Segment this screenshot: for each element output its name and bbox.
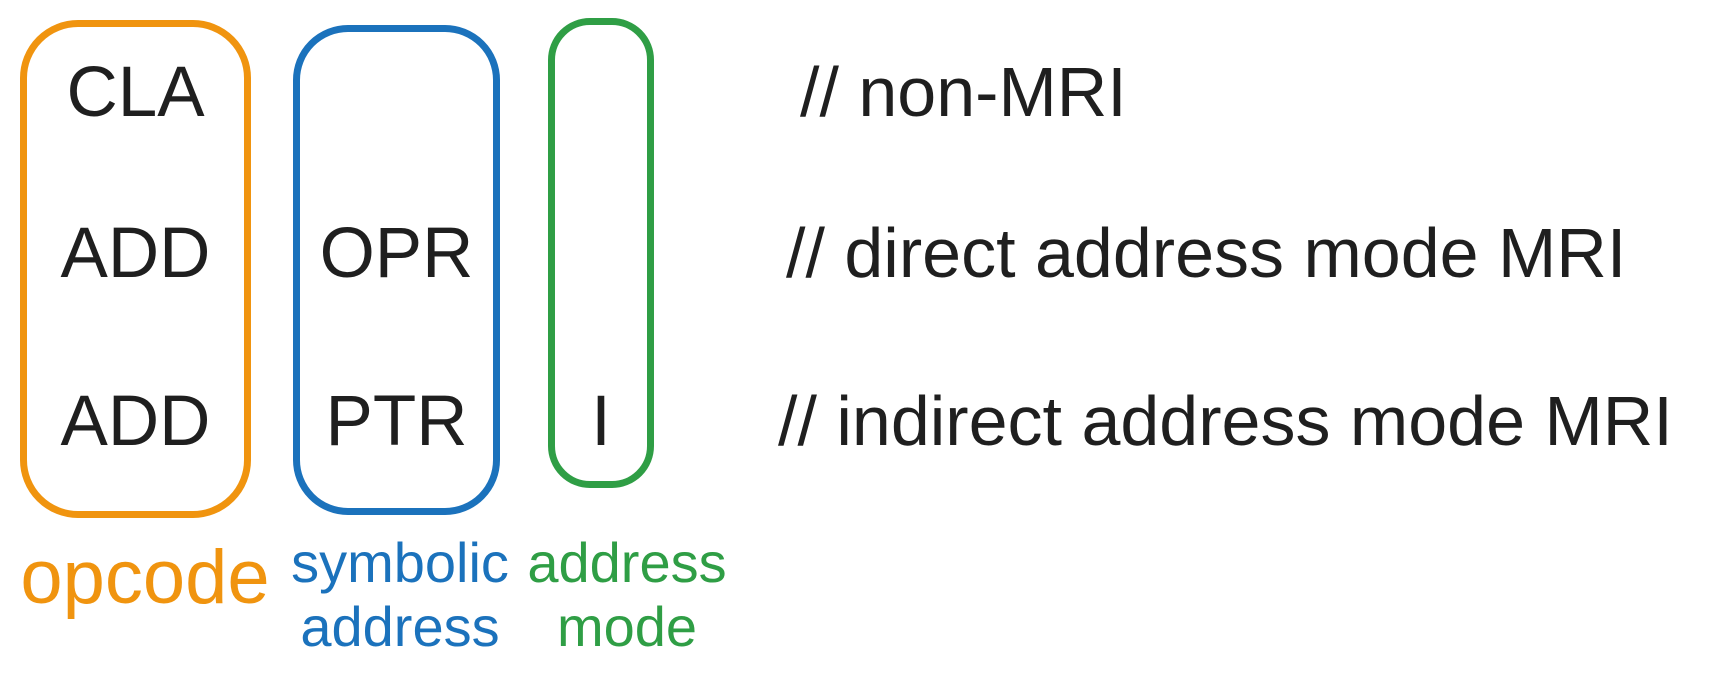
operand-opr: OPR <box>319 214 474 293</box>
symbolic-address-label: symbolic address <box>285 531 515 659</box>
opcode-box-outline <box>20 20 251 518</box>
comment-indirect-mri: // indirect address mode MRI <box>778 382 1673 460</box>
address-mode-label: address mode <box>517 531 737 659</box>
symbolic-address-box-outline <box>293 25 500 515</box>
opcode-add-indirect: ADD <box>60 382 211 461</box>
symbolic-address-label-line1: symbolic <box>291 531 509 594</box>
operand-ptr: PTR <box>325 382 468 461</box>
comment-non-mri: // non-MRI <box>800 53 1127 131</box>
address-mode-label-line2: mode <box>556 595 698 658</box>
opcode-cla: CLA <box>66 53 205 132</box>
mode-indirect-flag: I <box>591 382 611 461</box>
comment-direct-mri: // direct address mode MRI <box>786 214 1627 292</box>
symbolic-address-label-line2: address <box>300 595 500 658</box>
opcode-label: opcode <box>20 535 270 620</box>
opcode-add-direct: ADD <box>60 214 211 293</box>
address-mode-box-outline <box>548 18 654 488</box>
address-mode-label-line1: address <box>527 531 727 594</box>
